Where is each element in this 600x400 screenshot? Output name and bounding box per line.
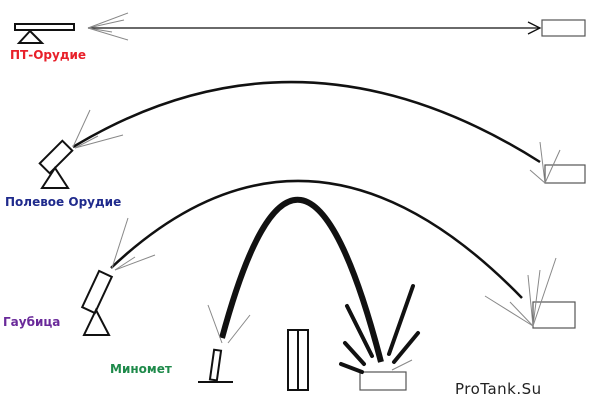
at-gun-icon	[14, 23, 75, 44]
target-mortar	[359, 371, 407, 391]
blast-lines	[72, 12, 561, 371]
arrowhead-icon	[527, 21, 542, 35]
mortar-burst	[339, 284, 420, 374]
mortar-trajectory	[219, 197, 384, 363]
mortar-icon	[198, 348, 233, 383]
howitzer-icon	[80, 269, 114, 336]
howitzer-trajectory	[110, 179, 523, 299]
howitzer-label: Гаубица	[3, 315, 61, 329]
watermark: ProTank.Su	[455, 380, 542, 398]
target-field	[544, 164, 586, 184]
field-gun-trajectory	[72, 80, 541, 164]
field-gun-icon	[38, 139, 74, 189]
target-at	[541, 19, 586, 37]
wall-obstacle	[287, 329, 309, 391]
field-gun-label: Полевое Орудие	[5, 195, 122, 209]
at-gun-label: ПТ-Орудие	[10, 48, 87, 62]
target-howitzer	[532, 301, 576, 329]
mortar-label: Миномет	[110, 362, 172, 376]
